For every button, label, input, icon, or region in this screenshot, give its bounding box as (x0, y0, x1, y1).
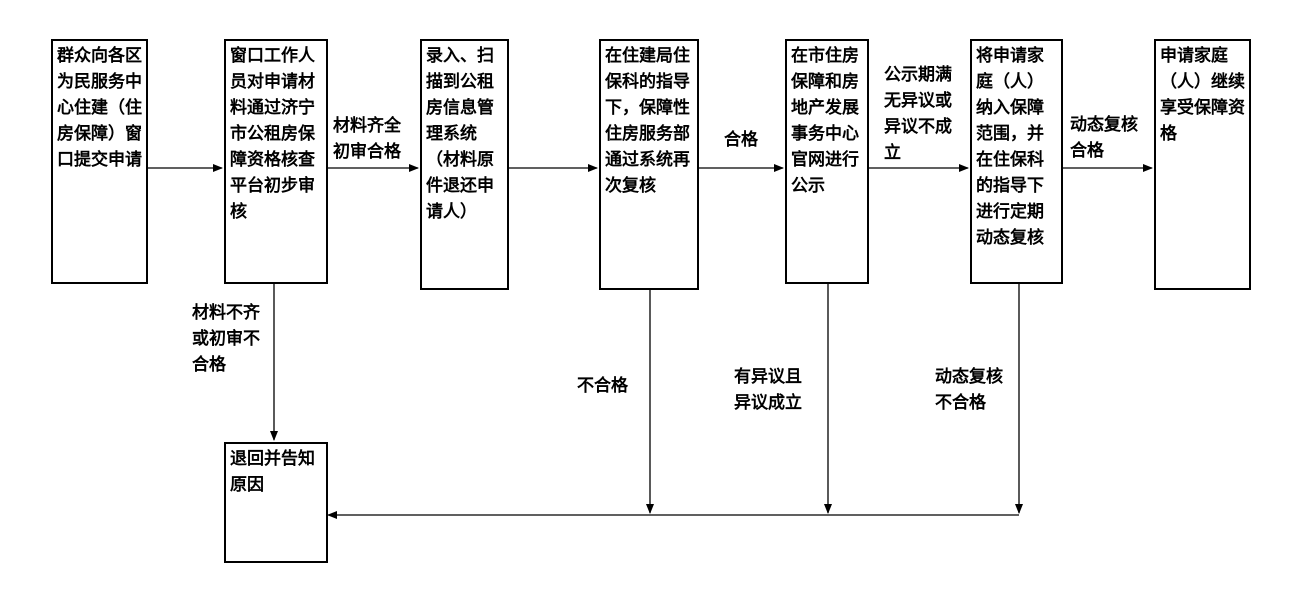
label-line: 材料不齐 (192, 303, 260, 323)
label-incomplete-fail: 材料不齐 或初审不 合格 (192, 300, 260, 378)
label-qualified: 合格 (724, 127, 758, 153)
step-box-recheck: 在住建局住保科的指导下，保障性住房服务部通过系统再次复核 (599, 39, 699, 290)
step-box-system-entry: 录入、扫描到公租房信息管理系统（材料原件退还申请人） (420, 39, 509, 290)
step-box-return-reason: 退回并告知原因 (224, 442, 328, 563)
step-box-initial-review: 窗口工作人员对申请材料通过济宁市公租房保障资格核查平台初步审核 (224, 39, 328, 284)
label-line: 异议成立 (734, 393, 802, 413)
label-line: 公示期满 (884, 65, 952, 85)
label-publicity-no-objection: 公示期满 无异议或 异议不成 立 (884, 62, 952, 166)
label-line: 不合格 (577, 376, 628, 396)
label-line: 或初审不 (192, 329, 260, 349)
label-line: 不合格 (935, 393, 986, 413)
label-line: 初审合格 (333, 142, 401, 162)
label-line: 合格 (724, 130, 758, 150)
label-line: 材料齐全 (333, 116, 401, 136)
label-objection-valid: 有异议且 异议成立 (734, 364, 802, 416)
step-box-continue-eligibility: 申请家庭（人）继续享受保障资格 (1154, 39, 1251, 290)
step-box-submit: 群众向各区为民服务中心住建（住房保障）窗口提交申请 (51, 39, 148, 284)
label-line: 动态复核 (1070, 115, 1138, 135)
label-line: 合格 (192, 355, 226, 375)
label-line: 异议不成 (884, 117, 952, 137)
label-line: 合格 (1070, 141, 1104, 161)
label-complete-pass: 材料齐全 初审合格 (333, 113, 401, 165)
label-line: 立 (884, 143, 901, 163)
step-box-include-guarantee: 将申请家庭（人）纳入保障范围，并在住保科的指导下进行定期动态复核 (970, 39, 1063, 284)
label-dynamic-fail: 动态复核 不合格 (935, 364, 1003, 416)
label-unqualified: 不合格 (577, 373, 628, 399)
step-box-publicity: 在市住房保障和房地产发展事务中心官网进行公示 (785, 39, 869, 284)
label-dynamic-pass: 动态复核 合格 (1070, 112, 1138, 164)
label-line: 无异议或 (884, 91, 952, 111)
label-line: 动态复核 (935, 367, 1003, 387)
label-line: 有异议且 (734, 367, 802, 387)
